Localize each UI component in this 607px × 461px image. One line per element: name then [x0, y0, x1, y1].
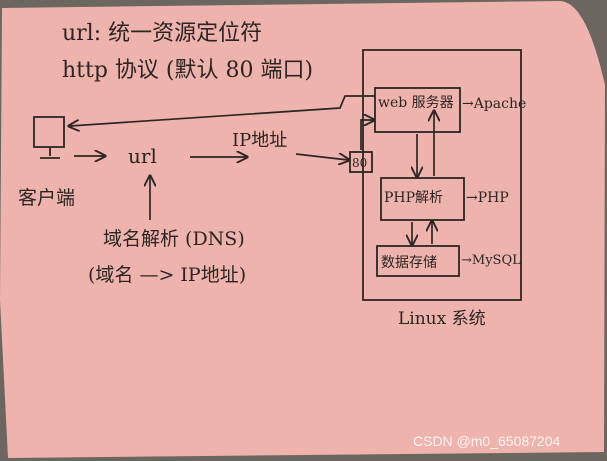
linux-system-box [362, 49, 522, 301]
web-server-label: web 服务器 [378, 95, 454, 111]
linux-system-label: Linux 系统 [398, 309, 486, 329]
client-computer-icon [33, 116, 65, 159]
dns-mapping-label: (域名 —> IP地址) [88, 264, 246, 286]
web-server-box [374, 87, 461, 133]
csdn-watermark: CSDN @m0_65087204 [413, 433, 561, 449]
db-impl: →MySQL [461, 253, 521, 268]
db-box [376, 245, 460, 277]
port-label: 80 [352, 156, 367, 170]
ip-address-label: IP地址 [232, 130, 287, 151]
url-definition-note: url: 统一资源定位符 [62, 21, 262, 46]
url-label: url [128, 144, 157, 168]
php-label: PHP解析 [384, 190, 443, 206]
arrow-port-to-web [360, 120, 373, 150]
dns-resolution-label: 域名解析 (DNS) [103, 228, 245, 250]
arrow-ip-to-port [295, 154, 348, 160]
http-protocol-note: http 协议 (默认 80 端口) [62, 58, 313, 83]
arrow-web-to-client [70, 95, 375, 126]
db-label: 数据存储 [381, 255, 437, 271]
web-server-impl: →Apache [462, 96, 526, 112]
client-label: 客户端 [18, 187, 75, 209]
php-impl: →PHP [466, 190, 509, 206]
